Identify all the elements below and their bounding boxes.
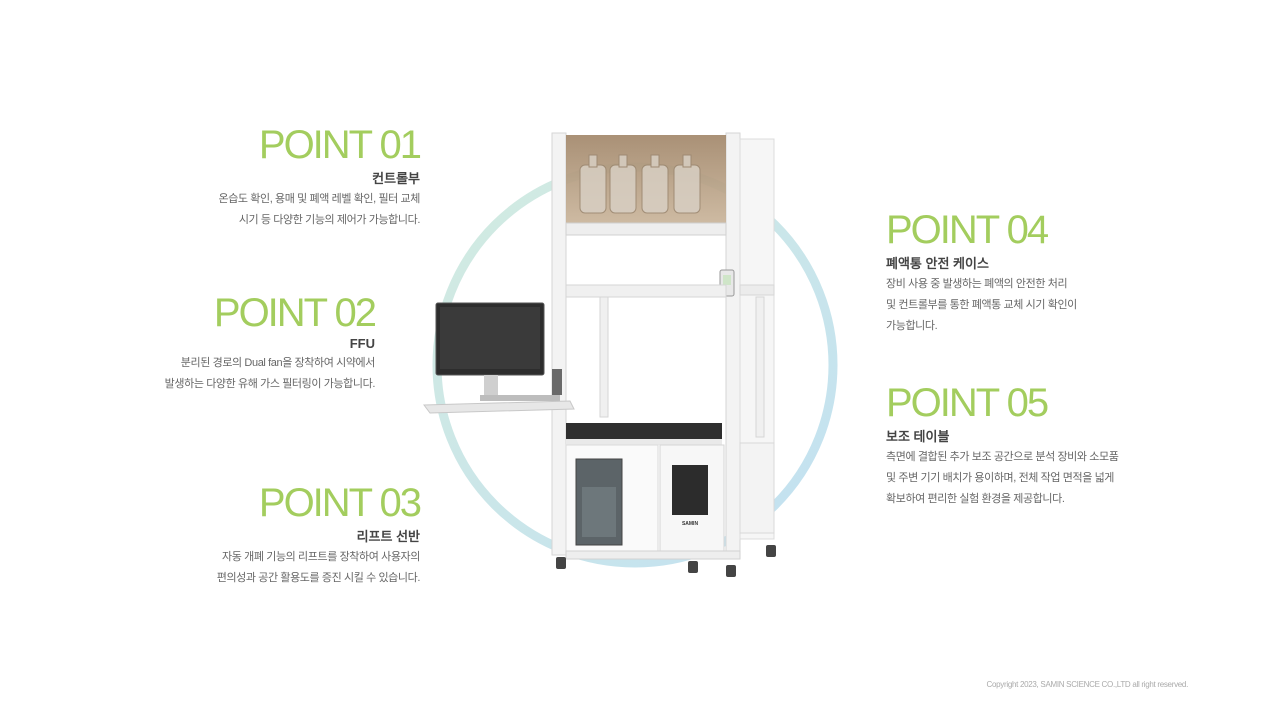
description-line: 가능합니다.: [886, 320, 938, 332]
side-table: [739, 442, 775, 534]
point-description: 측면에 결합된 추가 보조 공간으로 분석 장비와 소모품 및 주변 기기 배치…: [886, 447, 1246, 510]
work-table-front: [566, 439, 722, 445]
point-title: POINT 05: [886, 381, 1049, 425]
point-04: POINT 04 폐액통 안전 케이스 장비 사용 중 발생하는 폐액의 안전한…: [886, 210, 1246, 337]
waste-case-window: [672, 465, 708, 515]
product-illustration: SAMIN: [423, 132, 838, 577]
point-title: POINT 04: [886, 208, 1049, 252]
lift-rail-left: [599, 296, 609, 418]
control-screen: [723, 275, 731, 285]
point-02: POINT 02 FFU 분리된 경로의 Dual fan을 장착하여 시약에서…: [15, 291, 377, 395]
point-01: POINT 01 컨트롤부 온습도 확인, 용매 및 폐액 레벨 확인, 필터 …: [60, 123, 422, 231]
point-description: 분리된 경로의 Dual fan을 장착하여 시약에서 발생하는 다양한 유해 …: [15, 353, 376, 395]
copyright-text: Copyright 2023, SAMIN SCIENCE CO.,LTD al…: [986, 680, 1189, 689]
point-description: 온습도 확인, 용매 및 폐액 레벨 확인, 필터 교체 시기 등 다양한 기능…: [60, 189, 420, 231]
caster-wheels: [556, 545, 776, 577]
point-description: 장비 사용 중 발생하는 폐액의 안전한 처리 및 컨트롤부를 통한 폐액통 교…: [886, 274, 1246, 337]
point-subtitle: 컨트롤부: [372, 171, 420, 186]
monitor-mount: [552, 369, 562, 395]
point-title: POINT 01: [258, 123, 422, 167]
point-subtitle: 보조 테이블: [886, 429, 950, 444]
description-line: 온습도 확인, 용매 및 폐액 레벨 확인, 필터 교체: [218, 193, 420, 205]
monitor-stand: [484, 375, 498, 399]
solvent-bottles: [579, 154, 701, 214]
description-line: 편의성과 공간 활용도를 증진 시킬 수 있습니다.: [216, 572, 421, 584]
cabinet-frame-left: [551, 132, 567, 556]
description-line: 자동 개폐 기능의 리프트를 장착하여 사용자의: [222, 551, 420, 563]
lift-rail-right: [755, 296, 765, 438]
description-line: 확보하여 편리한 실험 환경을 제공합니다.: [886, 493, 1065, 505]
description-line: 및 주변 기기 배치가 용이하며, 전체 작업 면적을 넓게: [886, 472, 1115, 484]
monitor-screen: [440, 307, 540, 369]
description-line: 및 컨트롤부를 통한 폐액통 교체 시기 확인이: [886, 299, 1077, 311]
description-line: 분리된 경로의 Dual fan을 장착하여 시약에서: [180, 357, 376, 369]
description-line: 발생하는 다양한 유해 가스 필터링이 가능합니다.: [164, 378, 376, 390]
ffu-vent: [582, 487, 616, 537]
point-description: 자동 개폐 기능의 리프트를 장착하여 사용자의 편의성과 공간 활용도를 증진…: [60, 547, 421, 589]
point-03: POINT 03 리프트 선반 자동 개폐 기능의 리프트를 장착하여 사용자의…: [60, 481, 422, 589]
description-line: 장비 사용 중 발생하는 폐액의 안전한 처리: [886, 278, 1068, 290]
cabinet-side-bar: [739, 284, 775, 296]
brand-label: SAMIN: [682, 521, 699, 527]
hood-shelf: [565, 222, 727, 236]
monitor-arm: [480, 395, 560, 401]
cabinet-mid-bar: [565, 284, 727, 298]
point-subtitle: 리프트 선반: [356, 529, 420, 544]
description-line: 측면에 결합된 추가 보조 공간으로 분석 장비와 소모품: [886, 451, 1119, 463]
point-subtitle: 폐액통 안전 케이스: [886, 256, 989, 271]
point-subtitle: FFU: [349, 336, 375, 351]
keyboard-tray: [423, 400, 575, 414]
cabinet-frame-right: [725, 132, 741, 556]
work-table-top: [566, 423, 722, 439]
point-title: POINT 03: [258, 481, 422, 525]
description-line: 시기 등 다양한 기능의 제어가 가능합니다.: [238, 214, 421, 226]
bottom-bar: [565, 550, 741, 560]
point-title: POINT 02: [213, 291, 377, 335]
point-05: POINT 05 보조 테이블 측면에 결합된 추가 보조 공간으로 분석 장비…: [886, 383, 1246, 510]
